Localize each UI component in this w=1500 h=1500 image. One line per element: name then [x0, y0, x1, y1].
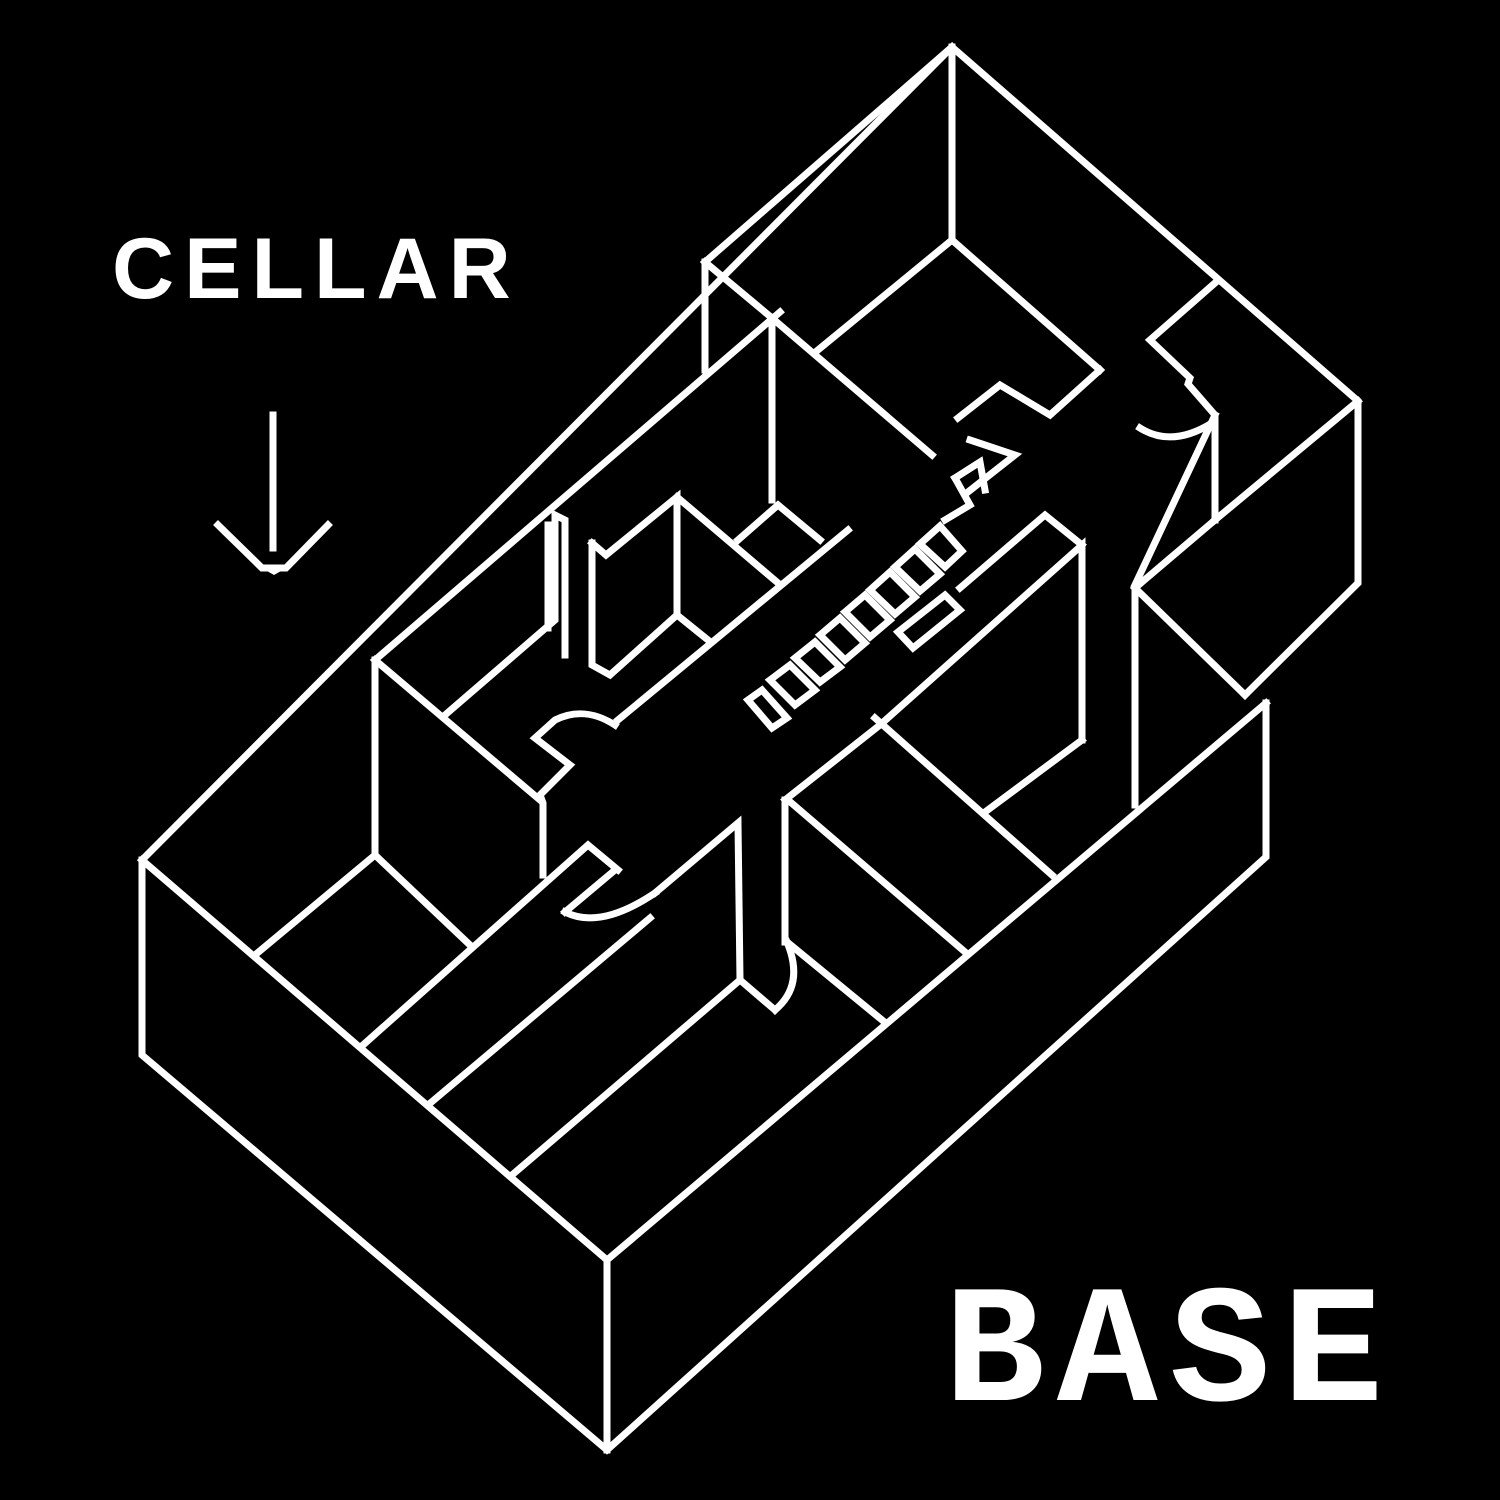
- level-label: CELLAR: [112, 221, 521, 317]
- arrow-down-icon: [213, 411, 333, 575]
- left-wing-walls: [250, 307, 853, 960]
- stair-treads: [742, 435, 1023, 733]
- upper-wing-walls: [700, 42, 1363, 525]
- corridor-walls: [358, 410, 1250, 1180]
- building-outline: [137, 42, 1362, 1455]
- brand-wordmark: BASE: [944, 1261, 1396, 1451]
